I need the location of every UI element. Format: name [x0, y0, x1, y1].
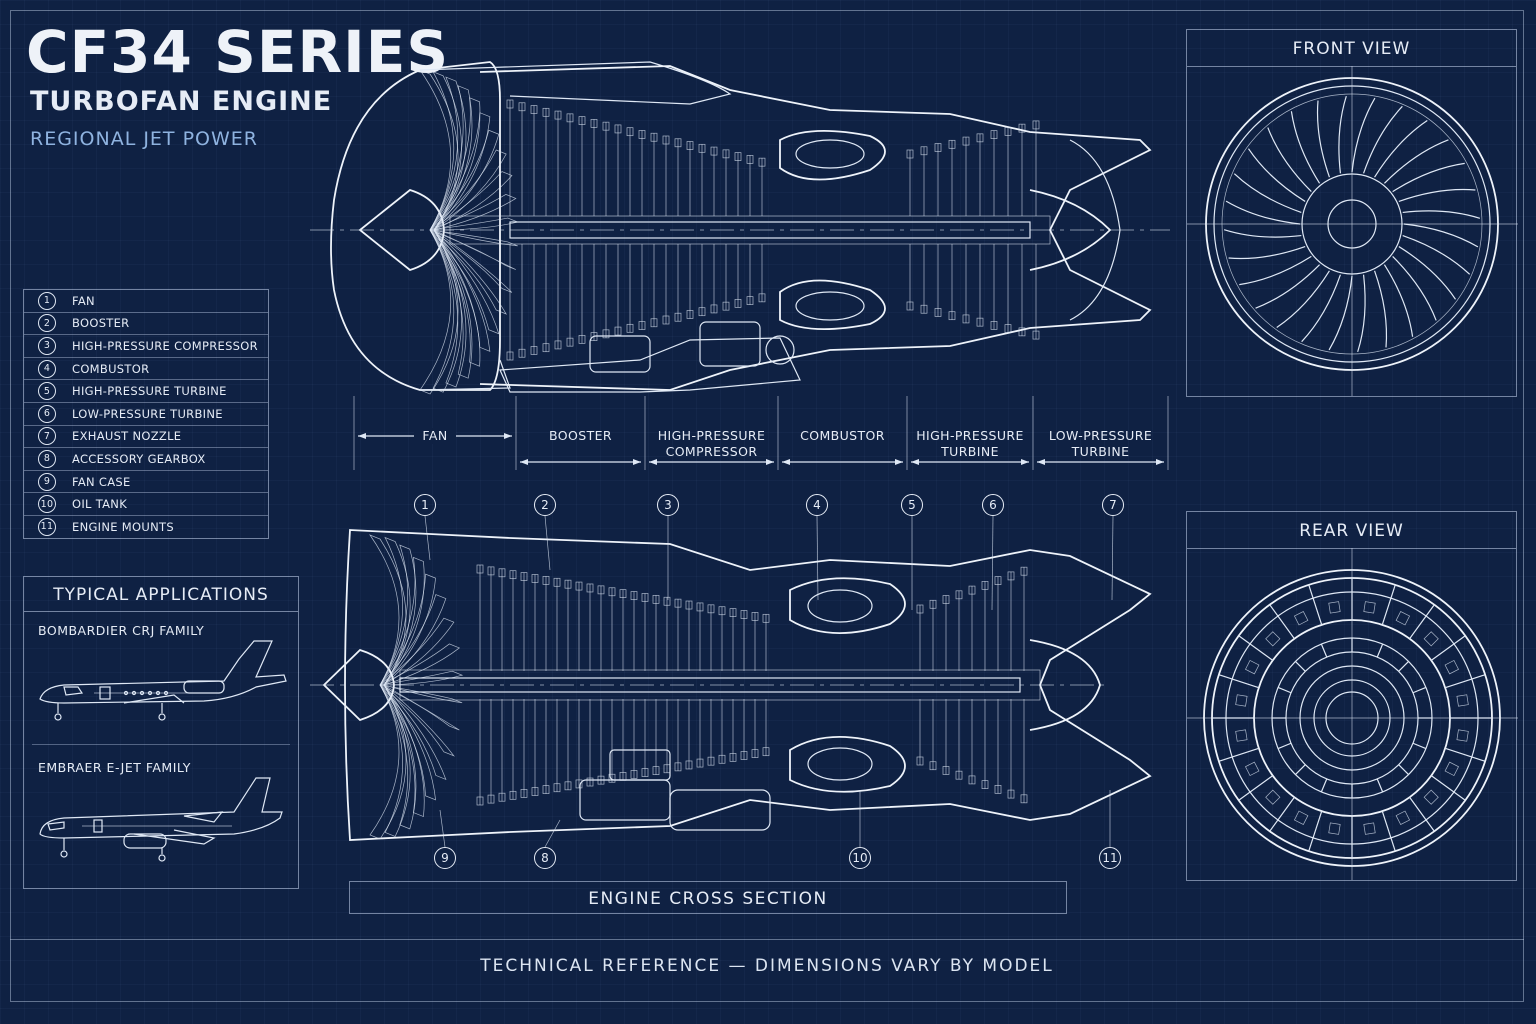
legend-label: EXHAUST NOZZLE: [72, 429, 182, 444]
callout-marker: 1: [414, 494, 436, 516]
legend-number-badge: 2: [38, 314, 56, 333]
legend-number-badge: 11: [38, 517, 56, 536]
section-label: HIGH-PRESSURE COMPRESSOR: [657, 428, 766, 459]
legend-label: COMBUSTOR: [72, 361, 150, 376]
legend-label: ENGINE MOUNTS: [72, 519, 174, 534]
front-view-title: FRONT VIEW: [1187, 30, 1516, 67]
callout-marker: 7: [1102, 494, 1124, 516]
callout-marker: 5: [901, 494, 923, 516]
applications-panel: TYPICAL APPLICATIONS BOMBARDIER CRJ FAMI…: [23, 576, 299, 889]
legend-row: 2 BOOSTER: [24, 313, 268, 336]
legend-label: FAN CASE: [72, 474, 131, 489]
applications-divider: [32, 744, 290, 745]
legend-label: LOW-PRESSURE TURBINE: [72, 406, 223, 421]
callout-marker: 9: [434, 847, 456, 869]
application-ejet-label: EMBRAER E-JET FAMILY: [38, 760, 191, 775]
applications-title: TYPICAL APPLICATIONS: [24, 577, 298, 612]
callout-marker: 8: [534, 847, 556, 869]
legend-label: HIGH-PRESSURE TURBINE: [72, 384, 227, 399]
legend-number-badge: 3: [38, 336, 56, 355]
section-label: BOOSTER: [549, 428, 612, 443]
callout-marker: 10: [849, 847, 871, 869]
legend-row: 4 COMBUSTOR: [24, 358, 268, 381]
callout-marker: 4: [806, 494, 828, 516]
legend-number-badge: 1: [38, 291, 56, 310]
section-label: FAN: [414, 428, 456, 444]
legend-number-badge: 4: [38, 359, 56, 378]
parts-legend: 1 FAN 2 BOOSTER 3 HIGH-PRESSURE COMPRESSOR 4 CO…: [23, 289, 269, 539]
legend-number-badge: 8: [38, 449, 56, 468]
engine-cross-section: [310, 529, 1152, 841]
legend-row: 3 HIGH-PRESSURE COMPRESSOR: [24, 335, 268, 358]
legend-row: 11 ENGINE MOUNTS: [24, 516, 268, 538]
callout-marker: 6: [982, 494, 1004, 516]
legend-label: HIGH-PRESSURE COMPRESSOR: [72, 338, 258, 353]
cross-section-label: ENGINE CROSS SECTION: [349, 881, 1067, 914]
footer-note: TECHNICAL REFERENCE — DIMENSIONS VARY BY…: [480, 956, 1054, 976]
callout-marker: 2: [534, 494, 556, 516]
legend-label: FAN: [72, 293, 95, 308]
legend-label: ACCESSORY GEARBOX: [72, 451, 206, 466]
section-label: HIGH-PRESSURE TURBINE: [916, 428, 1024, 459]
legend-number-badge: 7: [38, 427, 56, 446]
legend-number-badge: 10: [38, 495, 56, 514]
rear-view-drawing: [1187, 548, 1518, 880]
sheet-frame: [10, 10, 1524, 1002]
engine-side-view: [310, 61, 1170, 395]
footer-divider: [10, 939, 1524, 940]
ejet-jet-icon: [39, 777, 283, 862]
legend-label: OIL TANK: [72, 497, 128, 512]
legend-number-badge: 9: [38, 472, 56, 491]
legend-row: 5 HIGH-PRESSURE TURBINE: [24, 380, 268, 403]
legend-number-badge: 6: [38, 404, 56, 423]
legend-row: 8 ACCESSORY GEARBOX: [24, 448, 268, 471]
legend-row: 7 EXHAUST NOZZLE: [24, 426, 268, 449]
front-view-fan-drawing: [1187, 66, 1518, 396]
section-label: LOW-PRESSURE TURBINE: [1048, 428, 1153, 459]
rear-view-title: REAR VIEW: [1187, 512, 1516, 549]
section-label: COMBUSTOR: [800, 428, 885, 443]
legend-label: BOOSTER: [72, 316, 130, 331]
legend-row: 10 OIL TANK: [24, 493, 268, 516]
legend-number-badge: 5: [38, 382, 56, 401]
legend-row: 9 FAN CASE: [24, 471, 268, 494]
page-subtitle: TURBOFAN ENGINE: [30, 86, 333, 117]
front-view-panel: FRONT VIEW: [1186, 29, 1518, 397]
legend-row: 6 LOW-PRESSURE TURBINE: [24, 403, 268, 426]
callout-marker: 11: [1099, 847, 1121, 869]
callout-marker: 3: [657, 494, 679, 516]
page-title: CF34 SERIES: [26, 18, 450, 86]
page-tagline: REGIONAL JET POWER: [30, 128, 258, 150]
crj-jet-icon: [39, 640, 287, 721]
rear-view-panel: REAR VIEW: [1186, 511, 1518, 881]
legend-row: 1 FAN: [24, 290, 268, 313]
application-crj-label: BOMBARDIER CRJ FAMILY: [38, 623, 205, 638]
